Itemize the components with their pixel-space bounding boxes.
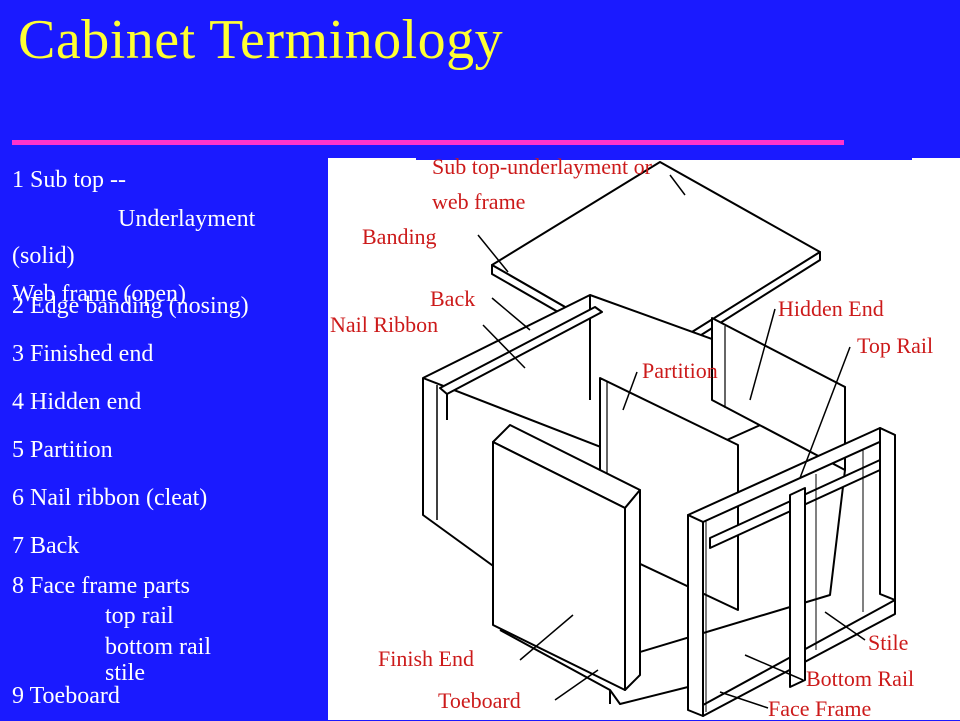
label-nail-ribbon: Nail Ribbon (330, 312, 439, 337)
list-item-1: 1 Sub top -- (12, 167, 126, 193)
list-item-9: 9 Toeboard (12, 683, 120, 709)
diagram-panel-edge (328, 158, 416, 162)
label-subtop-line2: web frame (432, 189, 526, 214)
list-item-5: 5 Partition (12, 437, 113, 463)
face-frame (687, 427, 896, 717)
label-subtop-line1: Sub top-underlayment or (432, 154, 652, 179)
label-face-frame: Face Frame (768, 696, 872, 721)
finish-end-panel (492, 424, 641, 691)
list-item-3: 3 Finished end (12, 341, 154, 367)
label-bottom-rail: Bottom Rail (806, 666, 915, 691)
list-item-7: 7 Back (12, 533, 80, 559)
list-item-6: 6 Nail ribbon (cleat) (12, 485, 208, 511)
list-item-1-underlayment: Underlayment (118, 206, 256, 232)
label-partition: Partition (642, 358, 718, 383)
label-back: Back (430, 286, 476, 311)
label-banding: Banding (362, 224, 437, 249)
list-item-1-web-frame: Web frame (open) (12, 281, 186, 307)
list-item-2: 2 Edge banding (nosing) (12, 293, 249, 319)
title-divider (12, 140, 844, 145)
list-item-8-top-rail: top rail (105, 603, 174, 629)
callout-leaders (477, 174, 866, 709)
label-finish-end: Finish End (378, 646, 474, 671)
list-item-8: 8 Face frame parts (12, 573, 190, 599)
list-item-1-solid: (solid) (12, 243, 75, 269)
list-item-8-bottom-rail: bottom rail (105, 634, 211, 660)
label-stile: Stile (868, 630, 909, 655)
list-item-4: 4 Hidden end (12, 389, 142, 415)
diagram-panel-edge-right (912, 158, 960, 162)
label-toeboard: Toeboard (438, 688, 521, 713)
slide-title: Cabinet Terminology (18, 9, 504, 71)
toeboard (499, 629, 701, 705)
label-hidden-end: Hidden End (778, 296, 884, 321)
label-top-rail: Top Rail (857, 333, 934, 358)
list-item-8-stile: stile (105, 660, 145, 686)
